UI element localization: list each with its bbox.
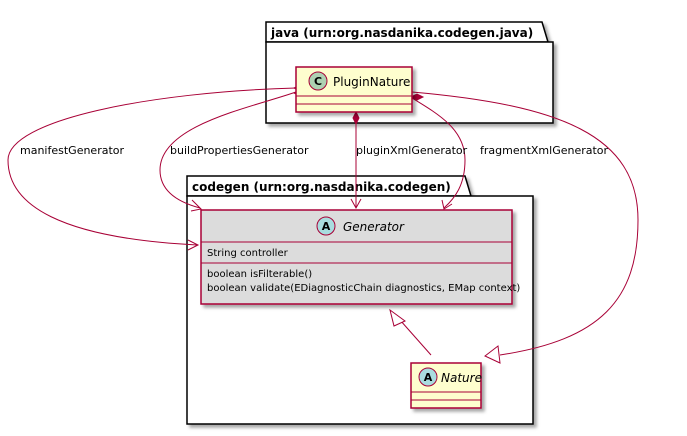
arrow-manifest (187, 239, 200, 251)
package-java-title: java (urn:org.nasdanika.codegen.java) (270, 26, 533, 40)
package-codegen-title: codegen (urn:org.nasdanika.codegen) (192, 180, 451, 194)
class-badge-icon (308, 71, 328, 91)
relations (7, 87, 639, 356)
edge-build-properties-generator (159, 91, 297, 209)
class-generator-method: boolean isFilterable() (207, 269, 312, 280)
class-nature-box (410, 362, 482, 409)
label-build-properties-generator: buildPropertiesGenerator (170, 144, 309, 157)
abstract-badge-letter: A (424, 371, 433, 384)
abstract-badge-letter: A (322, 220, 331, 233)
label-fragment-xml-generator: fragmentXmlGenerator (480, 144, 609, 157)
triangle-nature-generator (389, 308, 406, 327)
class-generator[interactable]: A Generator String controller boolean is… (200, 209, 520, 305)
edge-fragment-xml-generator (411, 97, 466, 209)
class-generator-name: Generator (343, 220, 405, 234)
class-nature[interactable]: A Nature (410, 362, 482, 409)
class-generator-attribute: String controller (207, 248, 289, 259)
abstract-badge-icon (316, 216, 336, 236)
label-plugin-xml-generator: pluginXmlGenerator (356, 144, 468, 157)
class-nature-name: Nature (441, 371, 482, 385)
inheritance-triangles (389, 308, 501, 364)
class-plugin-nature-name: PluginNature (333, 75, 410, 89)
label-manifest-generator: manifestGenerator (20, 144, 125, 157)
diamond-plugin-xml (352, 110, 360, 126)
edge-pluginnature-extends-nature (411, 91, 639, 356)
class-badge-letter: C (314, 75, 322, 88)
class-generator-method: boolean validate(EDiagnosticChain diagno… (207, 283, 520, 294)
edge-nature-extends-generator (399, 319, 432, 356)
arrow-fragment-xml (441, 199, 453, 210)
triangle-pluginnature-nature (484, 345, 501, 364)
abstract-badge-icon (418, 367, 438, 387)
class-generator-box (200, 209, 513, 305)
arrow-build-properties (190, 199, 203, 212)
edge-manifest-generator (7, 87, 297, 246)
class-plugin-nature[interactable]: C PluginNature (295, 66, 413, 113)
diamond-fragment-xml (409, 93, 425, 101)
arrowheads (187, 198, 453, 251)
arrow-plugin-xml (350, 198, 362, 210)
